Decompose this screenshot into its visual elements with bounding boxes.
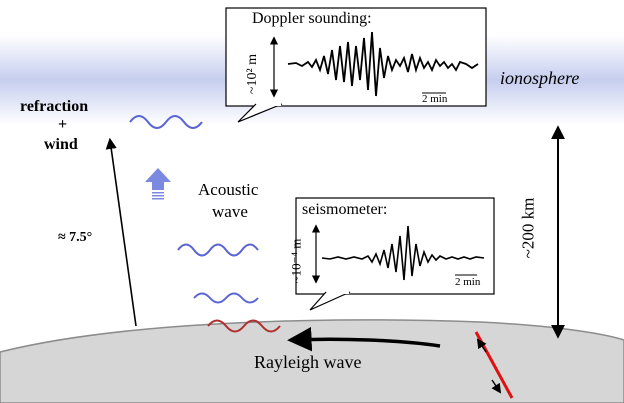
doppler-amplitude-label: ~10² m <box>245 53 261 95</box>
angle-label: ≈ 7.5° <box>58 230 93 245</box>
seismometer-callout-pointer <box>309 291 351 311</box>
doppler-title: Doppler sounding: <box>252 10 372 27</box>
plus-label: + <box>58 116 68 133</box>
seismometer-amplitude-label: ~10⁻⁴ m <box>288 238 304 284</box>
doppler-inset-box <box>225 7 487 107</box>
seismometer-inset-box <box>295 197 495 295</box>
wind-label: wind <box>44 136 78 153</box>
rayleigh-label: Rayleigh wave <box>254 352 362 372</box>
earth-ground <box>0 319 624 403</box>
rayleigh-direction-arrow <box>287 326 441 352</box>
doppler-callout-pointer <box>237 103 283 123</box>
doppler-time-label: 2 min <box>422 93 448 105</box>
acoustic-wave-top <box>129 115 203 129</box>
ray-path-arrow <box>105 137 137 327</box>
acoustic-wave-lower <box>193 292 259 304</box>
doppler-waveform <box>287 31 479 97</box>
seismometer-title: seismometer: <box>302 201 388 218</box>
acoustic-wave-middle <box>177 243 259 257</box>
ionosphere-label: ionosphere <box>500 68 580 88</box>
altitude-label: ~200 km <box>518 197 538 259</box>
acoustic-label-line2: wave <box>212 202 248 221</box>
block-up-arrow-icon <box>145 168 171 200</box>
acoustic-label-line1: Acoustic <box>198 180 259 199</box>
rayleigh-surface-wave <box>207 319 281 333</box>
seismometer-time-label: 2 min <box>455 276 481 288</box>
seismometer-waveform <box>321 225 485 281</box>
refraction-label: refraction <box>20 98 89 115</box>
fault-slip-icon <box>474 331 514 399</box>
